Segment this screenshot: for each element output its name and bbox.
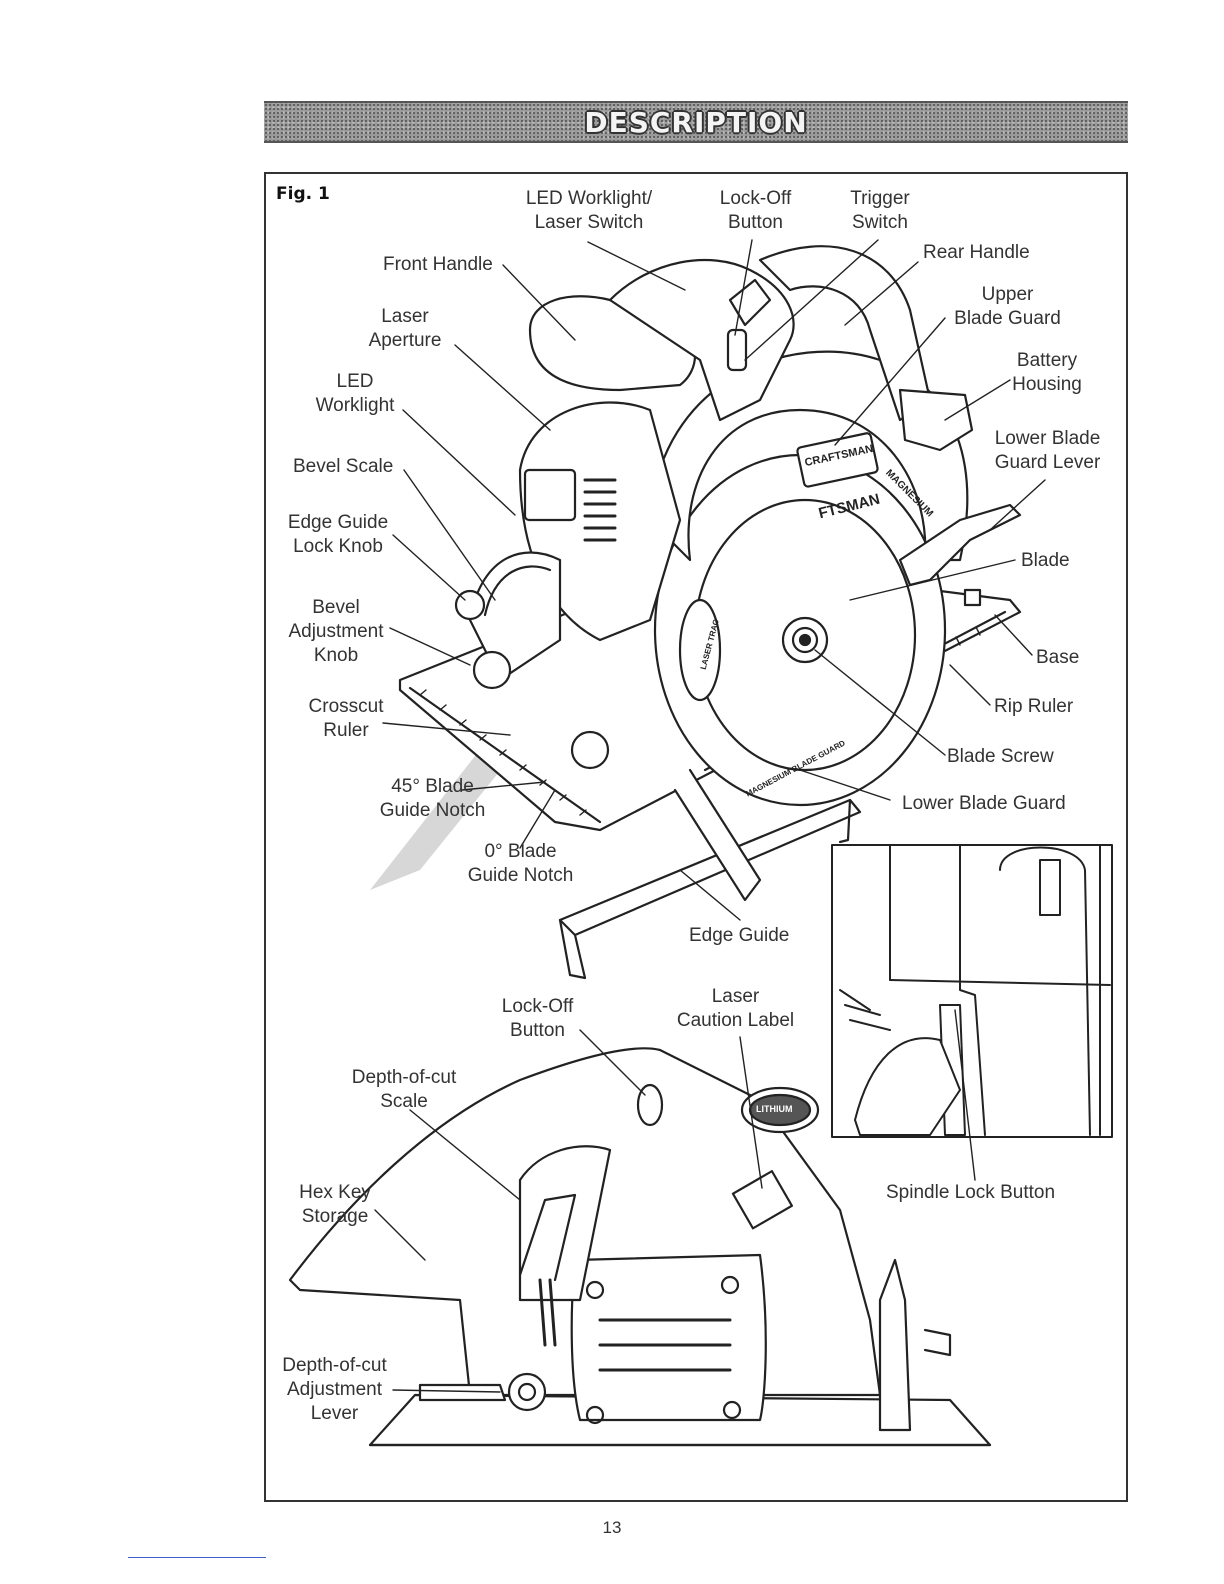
- callout-depth-of-cut-scale: Depth-of-cut Scale: [351, 1067, 457, 1112]
- callout-blade: Blade: [1021, 550, 1070, 571]
- callout-trigger-switch: Trigger Switch: [850, 188, 910, 233]
- callout-led-worklight: LED Worklight: [315, 371, 395, 416]
- bevel-knob-art: [472, 650, 512, 690]
- callout-lock-off-button-top: Lock-Off Button: [719, 188, 792, 233]
- callout-crosscut-ruler: Crosscut Ruler: [308, 696, 384, 741]
- main-grip: [608, 258, 795, 422]
- figure-frame: [264, 172, 1128, 1502]
- callout-base: Base: [1036, 647, 1080, 668]
- callout-front-handle: Front Handle: [383, 254, 493, 275]
- side-depth-lever: [507, 1372, 547, 1412]
- callout-lock-off-button-side: Lock-Off Button: [501, 996, 574, 1041]
- pivot-knob-art: [570, 730, 610, 770]
- footer-rule: [128, 1557, 266, 1558]
- callout-spindle-lock-button: Spindle Lock Button: [886, 1182, 1056, 1203]
- callout-blade-screw: Blade Screw: [947, 746, 1054, 767]
- section-title: DESCRIPTION: [584, 106, 808, 139]
- side-front-bracket: [878, 1258, 912, 1432]
- side-depth-scale: [518, 1145, 612, 1302]
- callout-edge-guide: Edge Guide: [689, 925, 790, 946]
- battery-badge-marking: LITHIUM: [756, 1104, 793, 1114]
- battery-housing-art: [898, 388, 974, 452]
- rear-handle-art: [758, 245, 932, 422]
- callout-edge-guide-lock-knob: Edge Guide Lock Knob: [287, 512, 389, 557]
- callout-upper-blade-guard: Upper Blade Guard: [954, 284, 1061, 329]
- figure-label: Fig. 1: [276, 184, 330, 204]
- page-number: 13: [602, 1518, 622, 1537]
- callout-rear-handle: Rear Handle: [923, 242, 1030, 263]
- callout-laser-aperture: Laser Aperture: [368, 306, 442, 351]
- section-banner: DESCRIPTION: [264, 101, 1128, 143]
- callout-battery-housing: Battery Housing: [1012, 350, 1082, 395]
- callout-rip-ruler: Rip Ruler: [994, 696, 1074, 717]
- trigger-art: [726, 328, 748, 372]
- edge-guide: [558, 798, 862, 937]
- callout-lower-blade-guard: Lower Blade Guard: [902, 793, 1066, 814]
- callout-bevel-adjustment-knob: Bevel Adjustment Knob: [288, 597, 384, 666]
- callout-45-blade-guide-notch: 45° Blade Guide Notch: [379, 776, 486, 821]
- callout-laser-caution-label: Laser Caution Label: [676, 986, 795, 1031]
- callout-led-worklight-laser-switch: LED Worklight/ Laser Switch: [525, 188, 653, 233]
- callout-depth-of-cut-adjustment-lever: Depth-of-cut Adjustment Lever: [282, 1355, 387, 1424]
- side-caution-label: [731, 1170, 794, 1230]
- side-motor-grille: [570, 1253, 767, 1422]
- callout-lower-blade-guard-lever: Lower Blade Guard Lever: [994, 428, 1101, 473]
- callout-bevel-scale: Bevel Scale: [293, 456, 394, 477]
- side-hex-key: [538, 1278, 557, 1347]
- callout-0-blade-guide-notch: 0° Blade Guide Notch: [467, 841, 574, 886]
- callout-hex-key-storage: Hex Key Storage: [299, 1182, 371, 1227]
- leader-lines: [374, 239, 1046, 1393]
- laser-badge: [678, 598, 722, 702]
- brand-badge: [796, 432, 879, 488]
- side-lock-off: [636, 1083, 664, 1127]
